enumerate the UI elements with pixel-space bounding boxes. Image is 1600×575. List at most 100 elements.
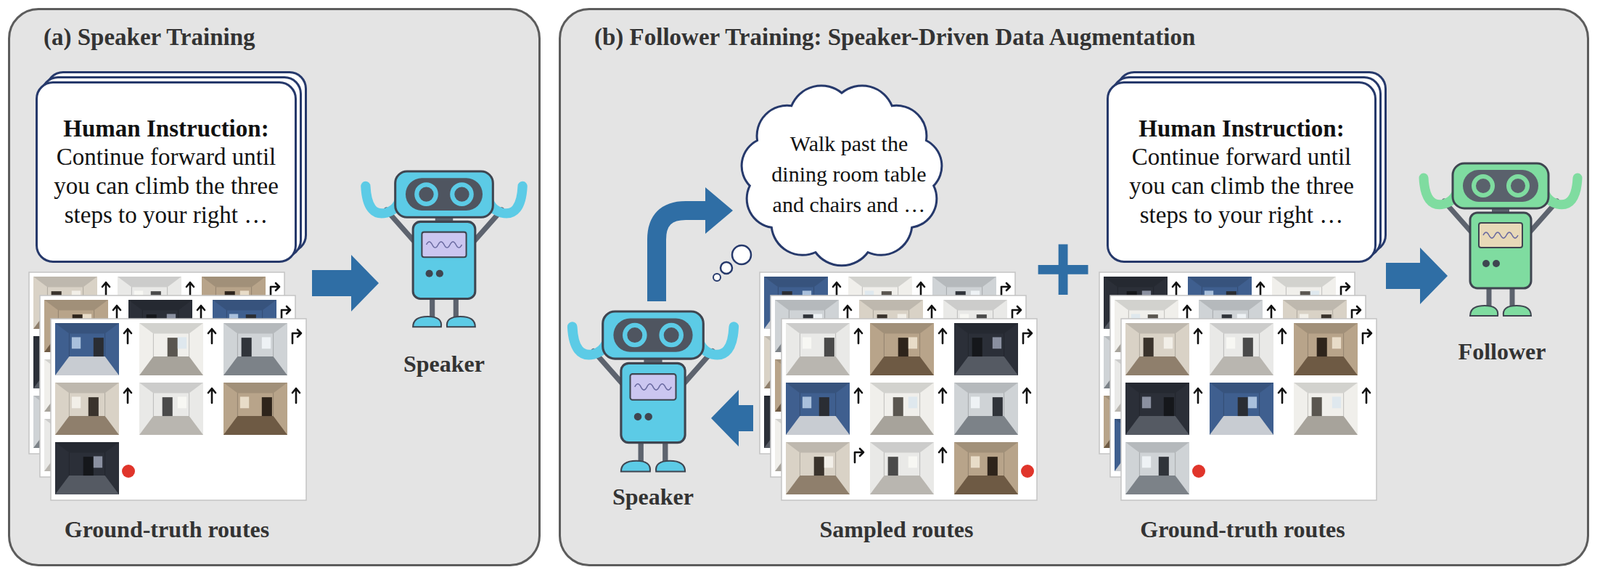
robot-leg — [432, 298, 457, 318]
direction-arrow — [124, 328, 132, 344]
direction-arrow — [928, 305, 936, 320]
robot-button — [1492, 259, 1500, 268]
photo-edge — [237, 333, 273, 357]
photo-floor — [55, 475, 120, 495]
photo-wall — [954, 441, 1019, 495]
photo-ceiling — [33, 276, 98, 287]
instruction-card: Human Instruction:Continue forward until… — [35, 81, 297, 263]
photo-wall — [1125, 322, 1190, 376]
robot-foot — [655, 460, 685, 472]
photo-wall — [954, 382, 1019, 435]
photo-ceiling — [764, 276, 828, 287]
flow-arrow — [656, 187, 733, 302]
photo-edge — [1139, 392, 1175, 416]
direction-arrow — [1278, 388, 1286, 403]
figure-caption: Ground-truth routes — [1139, 515, 1345, 543]
photo-edge — [1139, 452, 1175, 476]
robot-screen-wave — [634, 383, 672, 390]
photo-ceiling — [1125, 382, 1190, 393]
instruction-text: Human Instruction: — [63, 114, 269, 144]
direction-arrow — [113, 305, 121, 320]
photo-floor — [1209, 415, 1274, 435]
photo-ceiling — [223, 382, 288, 393]
photo-floor — [870, 356, 934, 376]
robot-leg — [640, 442, 666, 463]
photo-edge — [1223, 392, 1259, 416]
robot-button — [644, 412, 653, 421]
photo-window — [970, 455, 980, 468]
photo-wall — [785, 322, 850, 376]
robot-figure-drawing — [1423, 163, 1578, 316]
robot-face — [1462, 169, 1539, 202]
photo-window — [802, 396, 812, 408]
stop-dot — [1192, 464, 1206, 478]
flow-arrow — [312, 254, 379, 312]
photo-floor — [954, 415, 1019, 435]
photo-window — [1226, 336, 1236, 349]
photo-door — [893, 396, 904, 416]
photo-door — [261, 396, 273, 416]
direction-arrow — [1362, 329, 1372, 344]
photo-ceiling — [139, 382, 204, 393]
room-photo — [870, 382, 934, 435]
photo-door — [162, 396, 173, 416]
photo-wall — [1293, 322, 1358, 376]
room-photo — [1293, 322, 1358, 376]
robot-foot — [1470, 305, 1498, 316]
robot-face — [613, 317, 693, 352]
photo-window — [908, 396, 918, 408]
robot-body — [412, 221, 476, 299]
robot-head — [602, 311, 704, 359]
photo-ceiling — [932, 276, 997, 287]
photo-wall — [785, 382, 850, 435]
photo-ceiling — [954, 322, 1019, 334]
panel-title: (b) Follower Training: Speaker-Driven Da… — [594, 23, 1196, 53]
room-photo — [55, 441, 120, 495]
photo-door — [888, 456, 899, 476]
robot-foot — [412, 316, 442, 327]
direction-arrow — [1001, 282, 1011, 297]
direction-arrow — [854, 448, 864, 463]
robot-foot — [1503, 305, 1532, 316]
room-photo — [1293, 382, 1358, 435]
photo-floor — [785, 475, 850, 495]
direction-arrow — [124, 388, 132, 403]
direction-arrow — [917, 282, 925, 297]
room-photo — [1125, 382, 1190, 435]
block-arrow — [711, 389, 754, 447]
photo-door — [1317, 337, 1328, 357]
room-photo — [954, 441, 1019, 495]
room-photo — [139, 322, 204, 376]
photo-ceiling — [954, 441, 1019, 453]
photo-ceiling — [201, 276, 266, 287]
photo-edge — [883, 452, 920, 476]
room-photo — [1125, 322, 1190, 376]
instruction-text: Continue forward until you can climb the… — [46, 142, 286, 230]
photo-window — [177, 396, 187, 408]
direction-arrow — [854, 388, 863, 403]
photo-floor — [870, 475, 934, 495]
thought-bubble — [713, 273, 721, 281]
robot-screen-wave — [426, 241, 463, 248]
robot-eye — [1473, 176, 1493, 196]
figure-caption: Follower — [1458, 338, 1547, 365]
photo-edge — [153, 392, 189, 416]
photo-ceiling — [1209, 322, 1274, 334]
photo-door — [88, 396, 99, 416]
plus-sign: + — [1029, 227, 1097, 307]
direction-arrow — [1023, 329, 1032, 344]
robot-screen-wave — [1483, 232, 1519, 239]
robot-button — [634, 412, 643, 421]
photo-floor — [870, 415, 934, 435]
photo-wall — [785, 441, 850, 495]
direction-arrow — [1012, 306, 1021, 320]
route-sheet — [1121, 318, 1377, 500]
room-photo — [1125, 441, 1190, 495]
direction-arrow — [1194, 388, 1202, 403]
photo-floor — [55, 415, 120, 435]
direction-arrow — [1183, 305, 1191, 320]
photo-wall — [1209, 322, 1274, 376]
photo-wall — [55, 382, 120, 435]
photo-edge — [237, 392, 273, 416]
